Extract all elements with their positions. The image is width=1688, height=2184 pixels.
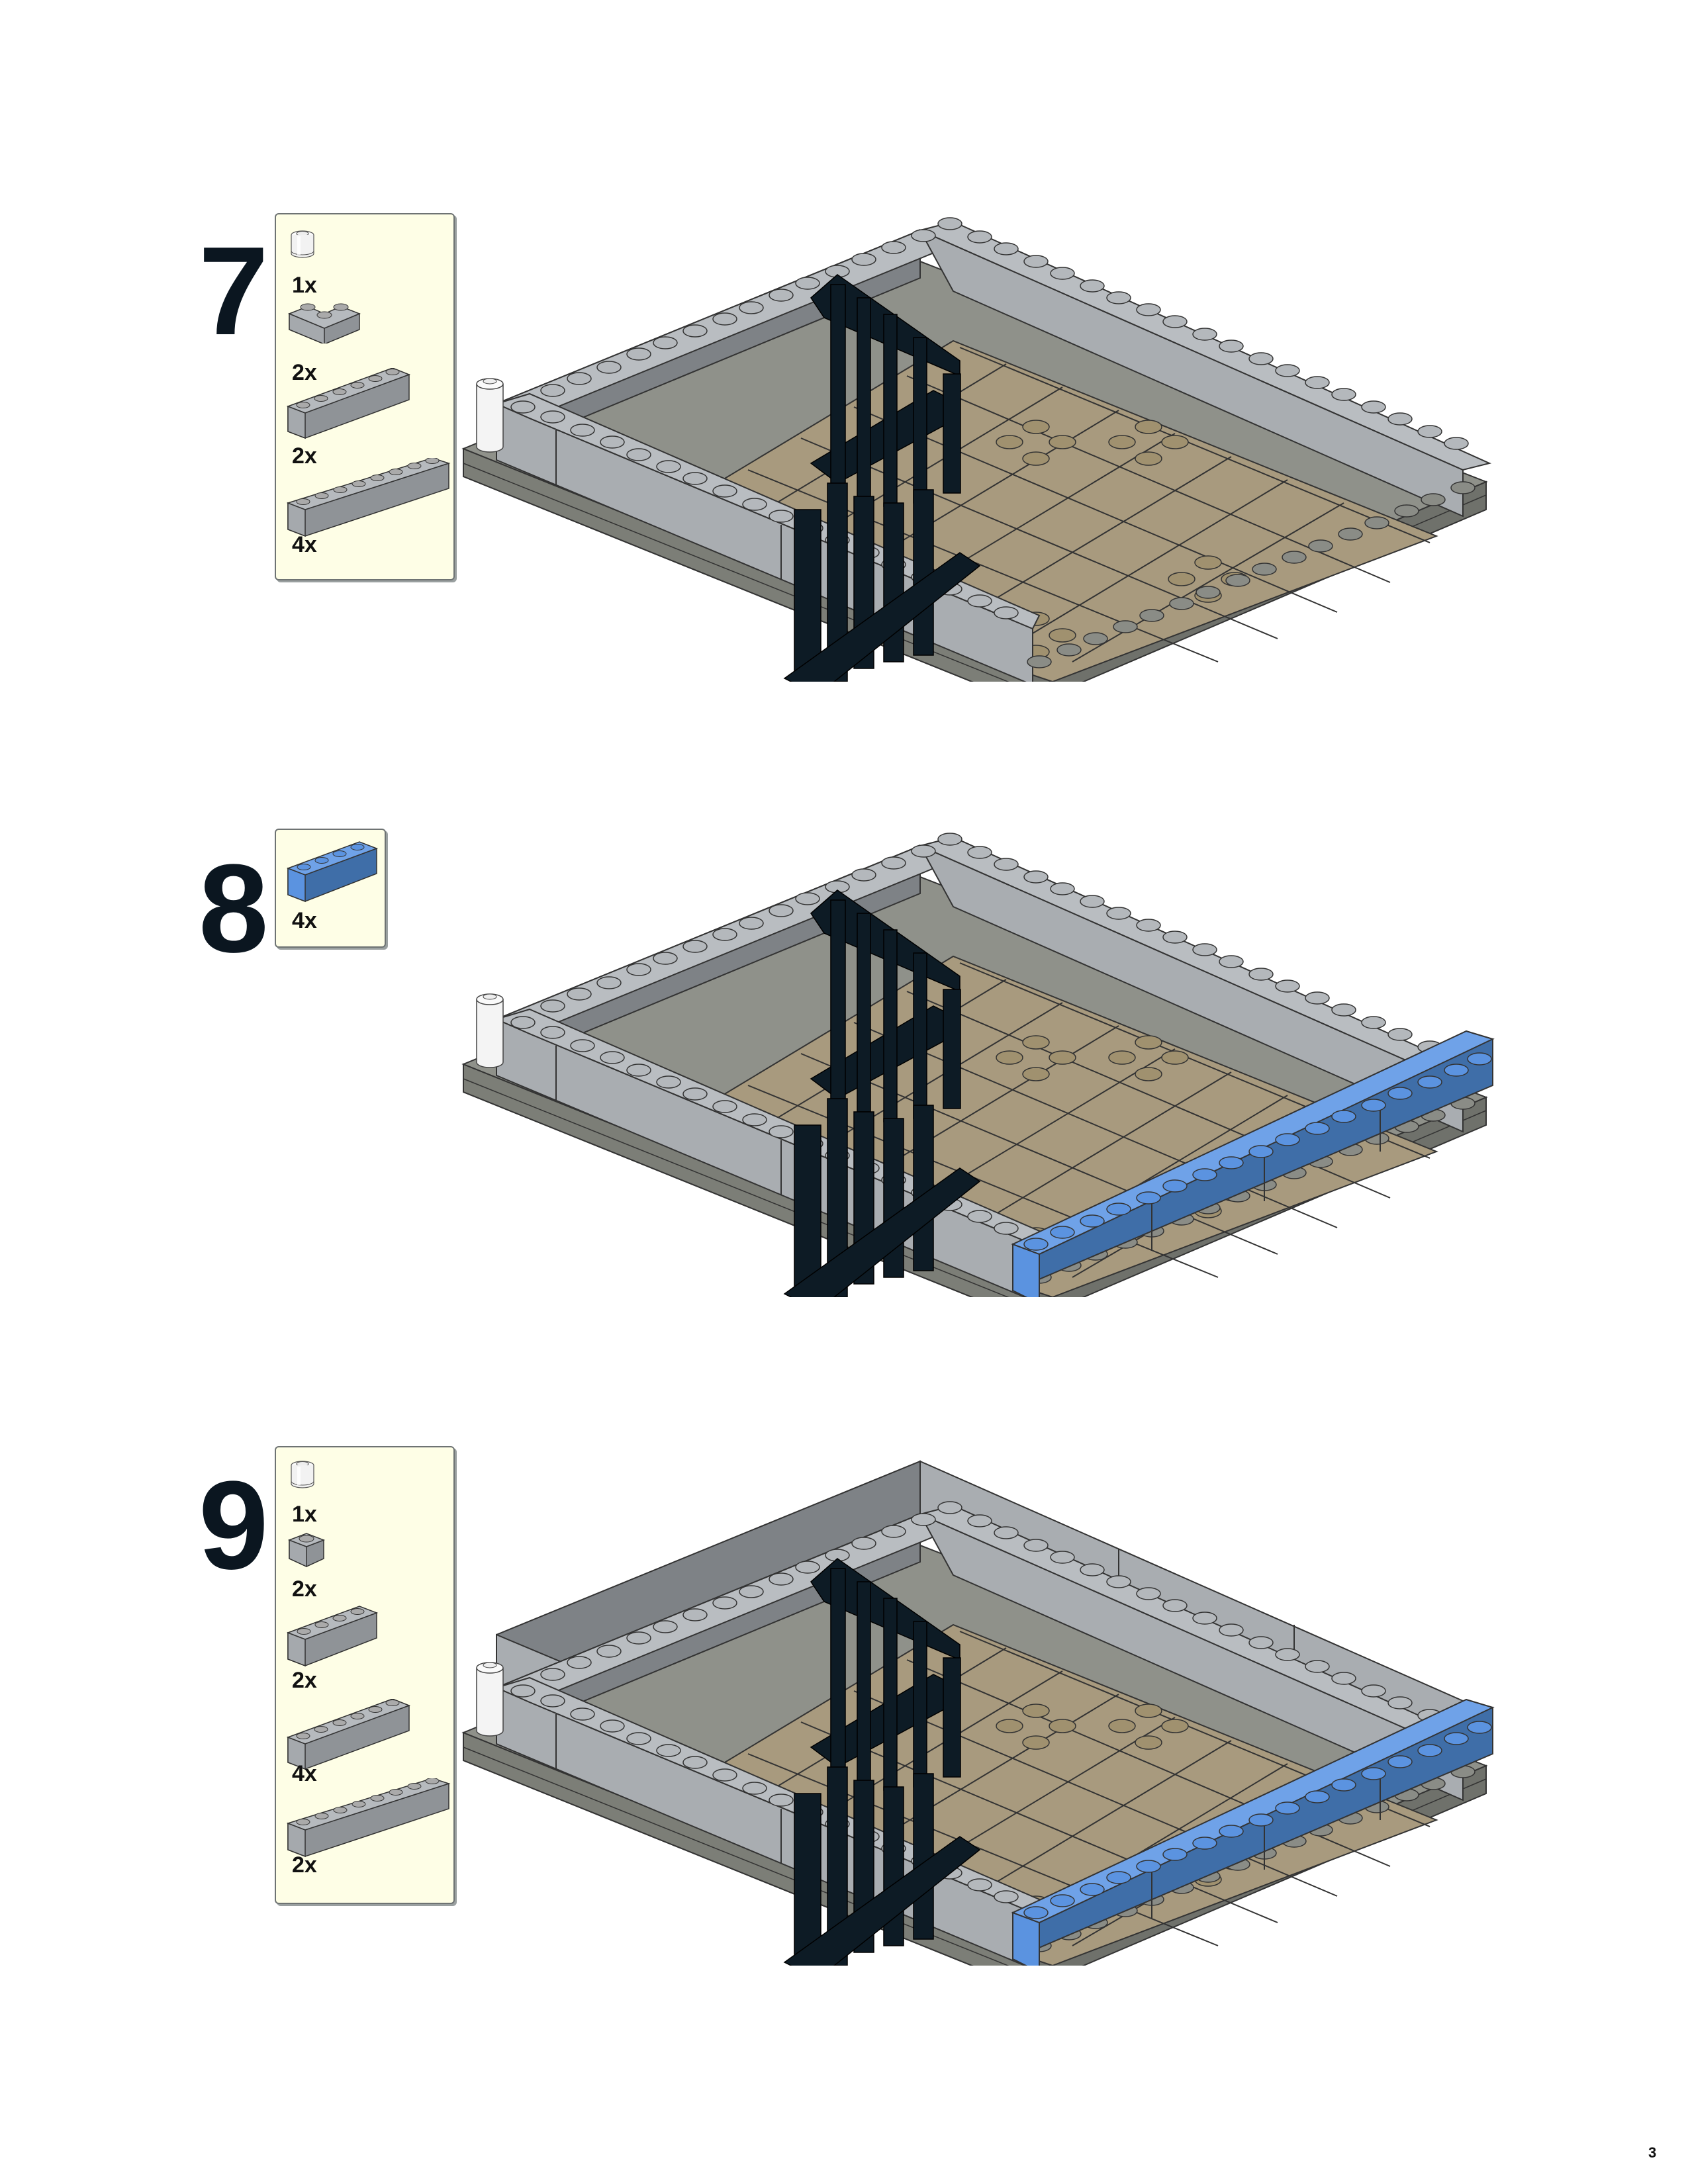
corner-brick-2x2-gray-icon xyxy=(288,300,361,343)
brick-1x6-gray-icon xyxy=(287,368,412,441)
parts-list: 4x xyxy=(275,829,386,948)
part-qty: 1x xyxy=(292,1502,317,1527)
part-qty: 4x xyxy=(292,532,317,557)
brick-1x6-gray-icon xyxy=(287,1699,412,1772)
part-qty: 2x xyxy=(292,1852,317,1878)
step-9-model-render xyxy=(463,1461,1493,1966)
part-qty: 2x xyxy=(292,1576,317,1602)
brick-1x8-gray-icon xyxy=(287,458,452,539)
brick-1x4-gray-icon xyxy=(287,1605,379,1668)
part-qty: 4x xyxy=(292,1761,317,1786)
part-qty: 1x xyxy=(292,273,317,298)
part-qty: 4x xyxy=(292,908,317,933)
step-7-model-render xyxy=(463,217,1490,682)
round-brick-1x1-white-icon xyxy=(289,228,316,262)
parts-list: 1x 2x 2x xyxy=(275,1446,455,1904)
part-qty: 2x xyxy=(292,1668,317,1693)
step-number: 8 xyxy=(199,839,269,979)
part-qty: 2x xyxy=(292,360,317,385)
step-number: 9 xyxy=(199,1455,269,1596)
round-brick-1x1-white-icon xyxy=(289,1458,316,1492)
parts-list: 1x 2x 2x xyxy=(275,213,455,580)
step-number: 7 xyxy=(199,221,269,361)
brick-1x8-gray-icon xyxy=(287,1778,452,1859)
part-qty: 2x xyxy=(292,443,317,469)
step-8-model-render xyxy=(463,833,1493,1297)
brick-1x1-gray-icon xyxy=(288,1532,325,1569)
page-number: 3 xyxy=(1648,2144,1657,2161)
brick-1x4-blue-icon xyxy=(287,841,379,903)
